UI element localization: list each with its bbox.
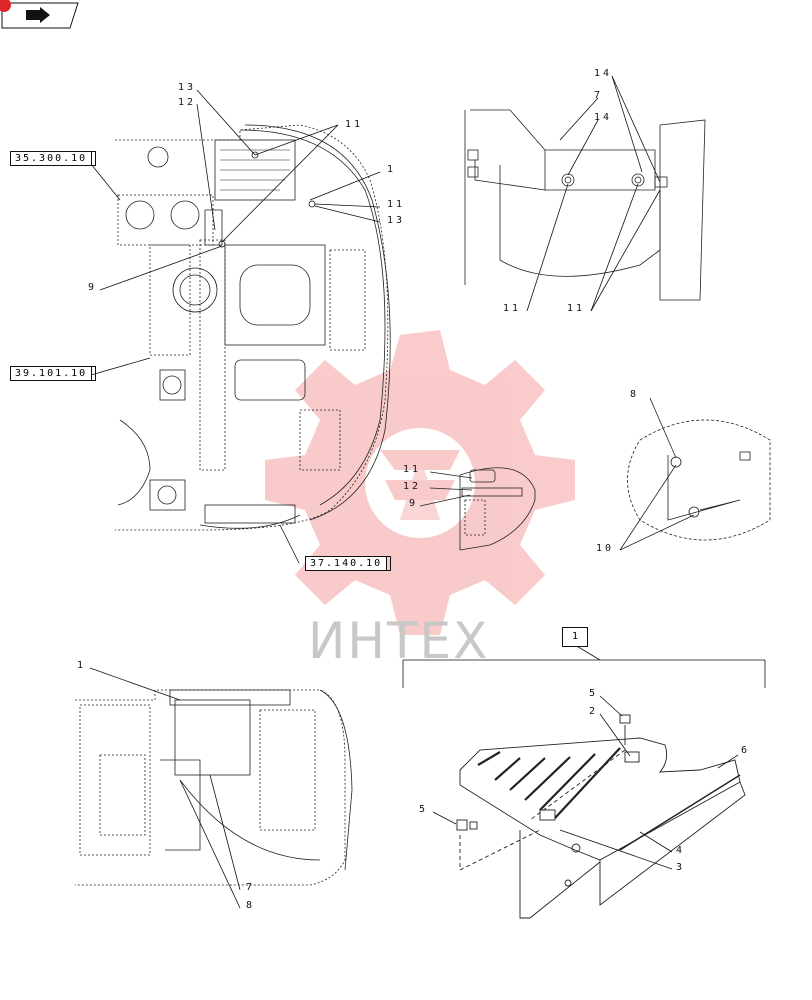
reference-box-c[interactable]: 37.140.10	[305, 556, 392, 571]
bottom-right-assembly	[456, 714, 746, 919]
callout-2: 2	[589, 706, 599, 717]
bottom-right-leaders	[432, 695, 739, 870]
bottom-left-view	[75, 689, 353, 886]
reference-box-b[interactable]: 39.101.10	[10, 366, 97, 381]
detail-callout-11: 11	[403, 464, 422, 475]
detail-callout-9: 9	[409, 498, 419, 509]
callout-11-right-view: 11	[567, 303, 586, 314]
top-right-leaders	[526, 75, 661, 312]
callout-6: 6	[741, 745, 751, 756]
callout-11-top: 11	[345, 119, 364, 130]
callout-11-right: 11	[387, 199, 406, 210]
callout-7-bottom: 7	[246, 882, 256, 893]
callout-8-bottom: 8	[246, 900, 256, 911]
watermark-text: ИНТЕХ	[308, 612, 490, 670]
callout-12: 12	[178, 97, 197, 108]
callout-13-top: 13	[178, 82, 197, 93]
top-right-view	[464, 109, 706, 301]
detail-small	[419, 467, 536, 551]
callout-7: 7	[594, 90, 604, 101]
callout-9: 9	[88, 282, 98, 293]
reference-box-a[interactable]: 35.300.10	[10, 151, 97, 166]
badge-book-arrow-icon[interactable]	[0, 0, 79, 29]
callout-1: 1	[387, 164, 397, 175]
assembly-label-box[interactable]: 1	[562, 627, 588, 647]
detail-right	[619, 397, 771, 551]
callout-13-right: 13	[387, 215, 406, 226]
callout-14-mid: 14	[594, 112, 613, 123]
detail-callout-10: 10	[596, 543, 615, 554]
bottom-right-bracket	[402, 644, 766, 688]
top-left-view	[115, 124, 391, 531]
detail-callout-8: 8	[630, 389, 640, 400]
callout-5-top: 5	[589, 688, 599, 699]
callout-5-left: 5	[419, 804, 429, 815]
detail-callout-12: 12	[403, 481, 422, 492]
bottom-left-leaders	[89, 667, 241, 909]
top-left-leaders	[90, 89, 381, 564]
callout-1-bottom: 1	[77, 660, 87, 671]
callout-3: 3	[676, 862, 686, 873]
callout-14-top: 14	[594, 68, 613, 79]
callout-11-left: 11	[503, 303, 522, 314]
callout-4: 4	[676, 845, 686, 856]
